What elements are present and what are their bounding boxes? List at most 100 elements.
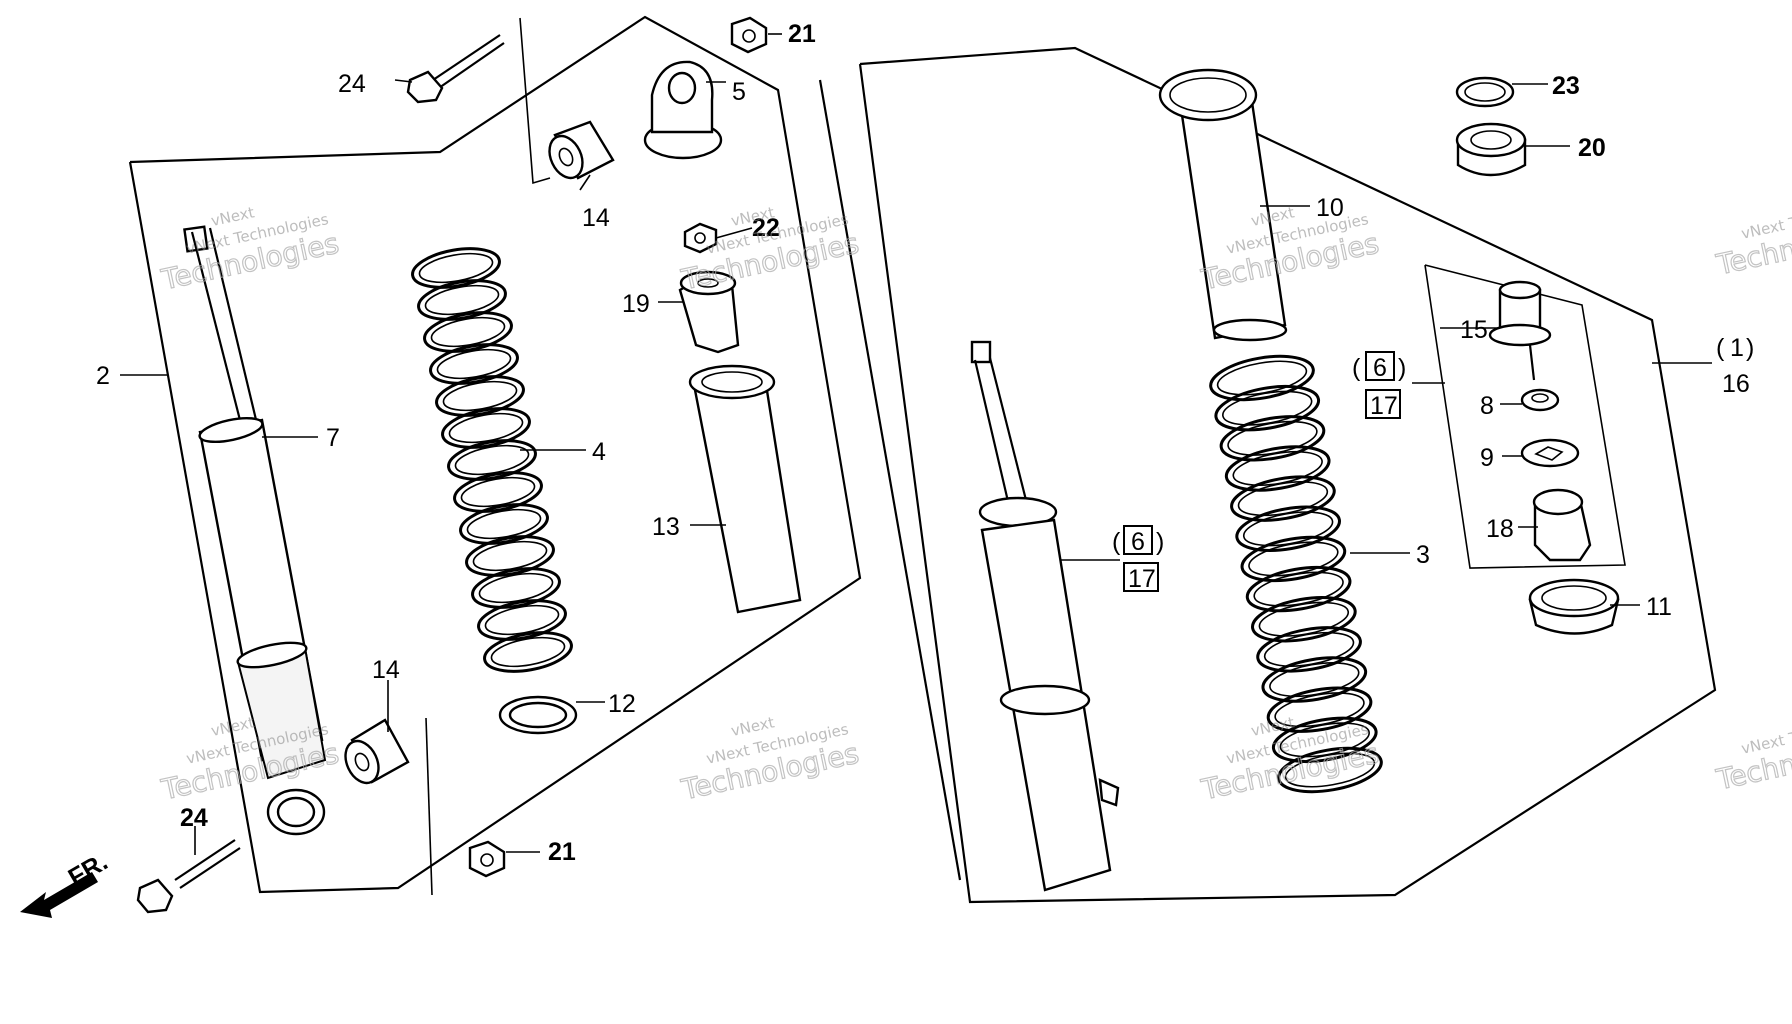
nut-part-21-top xyxy=(730,16,768,54)
washer-part-9 xyxy=(1520,438,1580,468)
spring-coil xyxy=(1214,384,1321,432)
spring-coil xyxy=(1251,596,1357,643)
valve-part-15 xyxy=(1488,280,1552,381)
spring-coil xyxy=(453,471,543,513)
spring-part-3 xyxy=(1209,354,1383,794)
spring-coil xyxy=(417,279,507,321)
bushing-part-14-bottom xyxy=(344,718,410,785)
bolt-part-24-bottom xyxy=(136,839,241,914)
bump-rubber-part-19 xyxy=(678,270,740,354)
spring-coil-inner xyxy=(460,476,536,508)
callout-paren-close-1: ) xyxy=(1746,334,1754,362)
callout-23: 23 xyxy=(1552,72,1580,100)
bushing-part-14-top xyxy=(548,120,615,180)
dust-boot-part-10 xyxy=(1158,68,1288,342)
seat-part-11 xyxy=(1528,578,1620,635)
callout-paren-close-6b: ) xyxy=(1398,354,1406,382)
callout-6-middle: 6 xyxy=(1131,528,1145,556)
callout-9: 9 xyxy=(1480,444,1494,472)
callout-20: 20 xyxy=(1578,134,1606,162)
callout-paren-close-6a: ) xyxy=(1156,528,1164,556)
spring-coil xyxy=(1261,656,1368,703)
left-assembly-outline xyxy=(128,15,862,896)
spring-coil-inner xyxy=(484,604,560,636)
spring-coil-inner xyxy=(472,540,548,572)
callout-21-bottom: 21 xyxy=(548,838,576,866)
callout-16: 16 xyxy=(1722,370,1750,398)
spring-coil-inner xyxy=(478,572,554,604)
spring-coil xyxy=(477,599,567,641)
callout-10: 10 xyxy=(1316,194,1344,222)
spring-coil xyxy=(1266,686,1373,733)
damper-part-6 xyxy=(970,340,1120,892)
callout-paren-open-6b: ( xyxy=(1352,354,1361,382)
spring-coil xyxy=(1240,535,1347,583)
spring-coil xyxy=(1271,716,1378,764)
callout-3: 3 xyxy=(1416,541,1430,569)
callout-1: 1 xyxy=(1730,334,1744,362)
spring-coil-inner xyxy=(430,316,506,348)
spring-coil-inner xyxy=(1284,752,1376,788)
callout-22: 22 xyxy=(752,214,780,242)
spring-coil-inner xyxy=(490,636,566,668)
callout-6-right: 6 xyxy=(1373,354,1387,382)
callout-21-top: 21 xyxy=(788,20,816,48)
leader-lines xyxy=(120,33,1712,855)
callout-5: 5 xyxy=(732,78,746,106)
spring-coil xyxy=(483,631,573,673)
spring-coil xyxy=(1245,565,1352,613)
spring-coil xyxy=(1219,415,1326,462)
callout-12: 12 xyxy=(608,690,636,718)
spring-coil xyxy=(435,375,525,417)
upper-mount-part-5 xyxy=(643,60,723,160)
spring-coil-inner xyxy=(442,380,518,412)
spring-coil xyxy=(465,535,555,577)
callout-15: 15 xyxy=(1460,316,1488,344)
spring-coil xyxy=(1224,445,1331,492)
callout-paren-open-1: ( xyxy=(1716,334,1725,362)
callout-paren-open-6a: ( xyxy=(1112,528,1121,556)
bump-stop-part-18 xyxy=(1532,488,1592,562)
spring-coil xyxy=(411,247,501,289)
shock-absorber-part-7 xyxy=(183,225,327,836)
spring-coil xyxy=(1235,505,1341,552)
nut-part-21-bottom xyxy=(468,840,506,878)
callout-19: 19 xyxy=(622,290,650,318)
callout-17-right: 17 xyxy=(1370,392,1398,420)
spring-coil-inner xyxy=(448,412,524,444)
front-direction-arrow: FR. xyxy=(20,848,113,918)
spring-coil xyxy=(423,311,513,353)
dust-boot-part-13 xyxy=(688,364,802,614)
callout-7: 7 xyxy=(326,424,340,452)
ring-part-23 xyxy=(1455,76,1515,108)
callout-4: 4 xyxy=(592,438,606,466)
nut-part-22 xyxy=(683,222,718,254)
spring-coil xyxy=(1256,626,1362,673)
spring-coil xyxy=(1209,354,1315,402)
spring-coil xyxy=(1230,475,1336,522)
spring-coil xyxy=(441,407,531,449)
spring-coil-inner xyxy=(424,284,500,316)
nut-part-20 xyxy=(1455,122,1527,177)
spring-coil-inner xyxy=(454,444,530,476)
spring-coil xyxy=(447,439,537,481)
callout-8: 8 xyxy=(1480,392,1494,420)
spring-part-4 xyxy=(411,247,573,673)
spring-coil xyxy=(1277,746,1383,794)
callout-11: 11 xyxy=(1646,593,1672,621)
washer-part-12 xyxy=(498,695,578,735)
callout-2: 2 xyxy=(96,362,110,390)
nut-part-8 xyxy=(1520,388,1560,412)
callout-labels: 2 7 4 5 14 14 24 24 21 21 22 19 13 12 10… xyxy=(96,20,1754,866)
bolt-part-24-top xyxy=(406,34,505,104)
spring-coil xyxy=(471,567,561,609)
callout-14-top: 14 xyxy=(582,204,610,232)
callout-17-middle: 17 xyxy=(1128,565,1156,593)
callout-24-top: 24 xyxy=(338,70,366,98)
callout-24-bottom: 24 xyxy=(180,804,208,832)
callout-18: 18 xyxy=(1486,515,1514,543)
spring-coil-inner xyxy=(436,348,512,380)
spring-coil-inner xyxy=(466,508,542,540)
spring-coil xyxy=(459,503,549,545)
